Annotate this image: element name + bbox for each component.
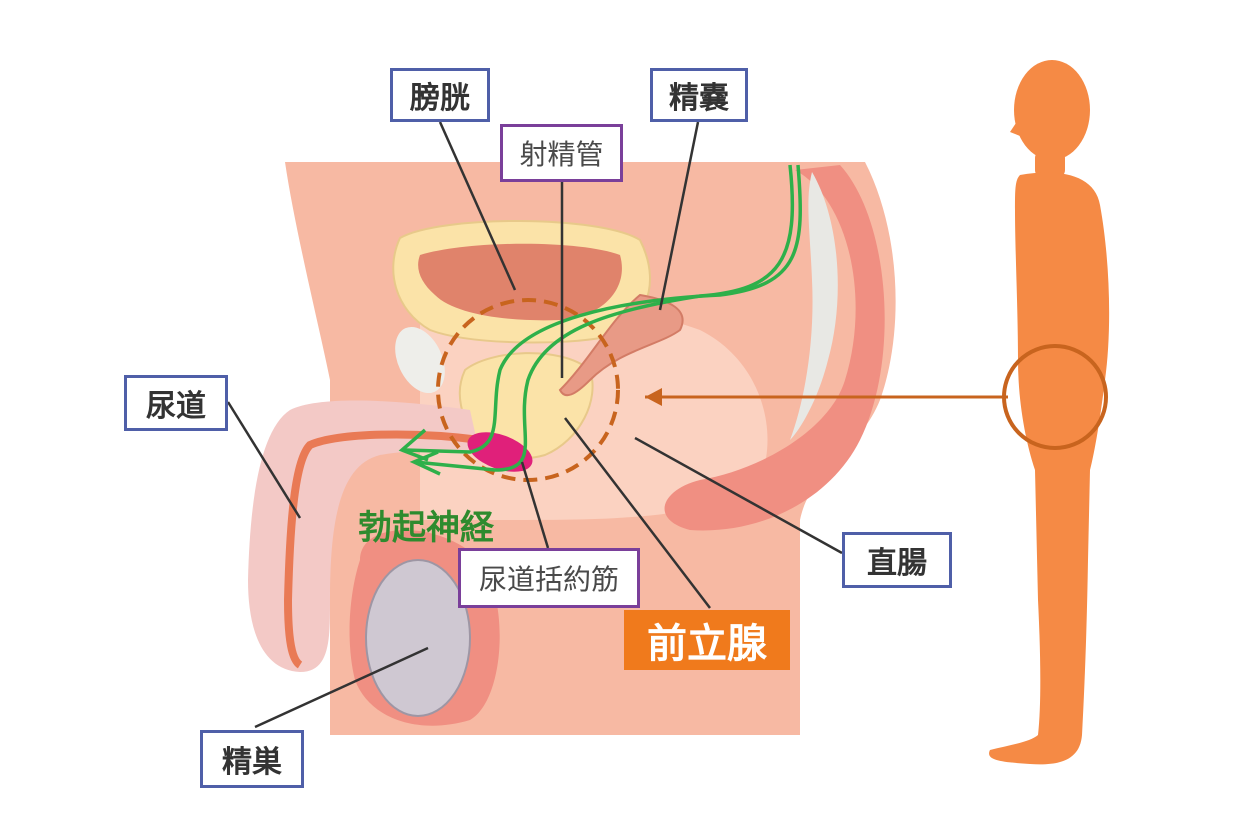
testis-shape [365, 559, 471, 717]
leader-testis [254, 646, 429, 729]
leader-urethra [226, 401, 302, 519]
label-ejaculatory-duct: 射精管 [500, 124, 623, 182]
penis-shape [248, 400, 480, 672]
label-urethral-sphincter: 尿道括約筋 [458, 548, 640, 608]
rectum-lumen [790, 172, 838, 440]
bladder-lumen [418, 243, 622, 321]
rectum-shape [664, 165, 885, 531]
nerve-arrowhead-2 [409, 450, 441, 476]
urethra-channel [283, 430, 481, 669]
pelvis-focus-circle-icon [1002, 344, 1108, 450]
leader-seminal-vesicle [658, 121, 700, 311]
leader-sphincter [520, 461, 550, 549]
leader-rectum [634, 436, 843, 555]
leader-bladder [438, 121, 517, 291]
nerve-arrowhead-1 [398, 428, 429, 462]
leader-lines [226, 121, 843, 729]
label-urethra: 尿道 [124, 375, 228, 431]
pointer-arrowhead [645, 388, 662, 406]
erectile-nerve-line-2 [414, 164, 795, 472]
urethral-sphincter-shape [467, 432, 533, 472]
label-rectum: 直腸 [842, 532, 952, 588]
erectile-nerve-line-1 [404, 164, 803, 454]
standing-man-silhouette-icon [989, 60, 1110, 765]
seminal-vesicle-shape [558, 293, 684, 397]
label-seminal-vesicle: 精嚢 [650, 68, 748, 122]
label-prostate: 前立腺 [624, 610, 790, 670]
label-bladder: 膀胱 [390, 68, 490, 122]
pubic-bone [395, 326, 445, 394]
label-testis: 精巣 [200, 730, 304, 788]
leader-prostate [564, 417, 711, 609]
label-erectile-nerve: 勃起神経 [358, 508, 494, 548]
